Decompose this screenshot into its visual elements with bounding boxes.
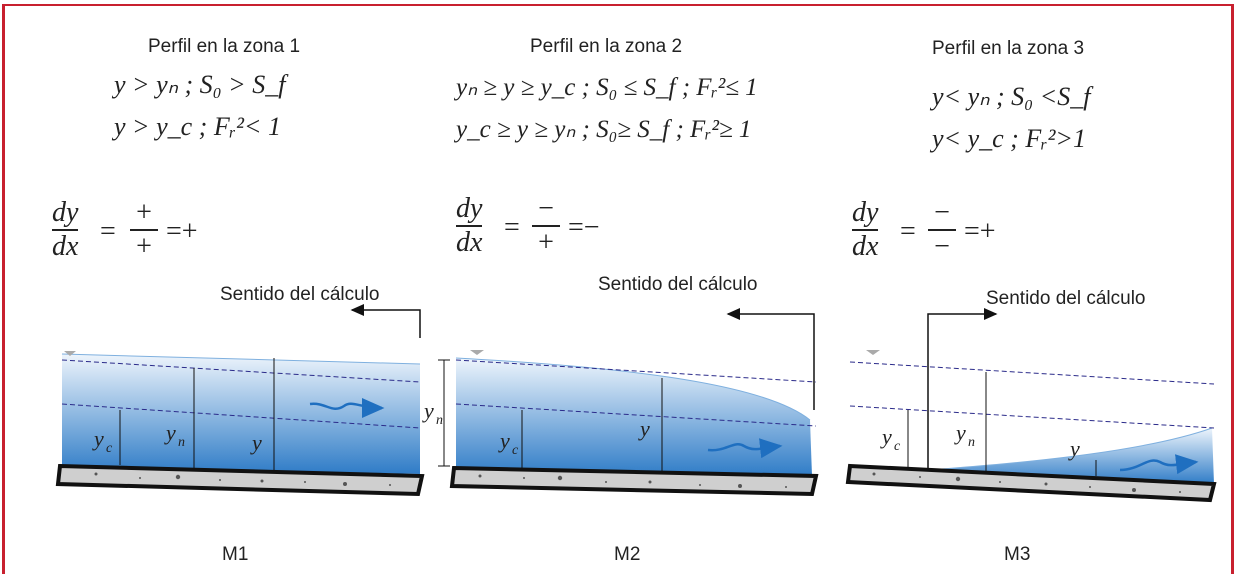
svg-text:y: y [954, 420, 966, 445]
zone-1-equals: = [100, 216, 116, 247]
zone-1-direction-label: Sentido del cálculo [220, 284, 380, 305]
m1-yc-line [61, 403, 421, 429]
svg-text:y: y [880, 424, 892, 449]
svg-text:y: y [164, 420, 176, 445]
m3-yn-line [849, 361, 1215, 385]
m3-water [928, 428, 1214, 484]
zone-3-sign-fraction: −− [928, 198, 956, 262]
svg-text:y: y [638, 416, 650, 441]
zone-3-direction-label: Sentido del cálculo [986, 288, 1146, 309]
zone-2-equals: = [504, 212, 520, 243]
zone-1-condition-2: y > y_c ; Fᵣ²< 1 [114, 112, 281, 141]
zone-2-sign-fraction: −+ [532, 194, 560, 258]
zone-1-sign-fraction: ++ [130, 198, 158, 262]
zone-2-title: Perfil en la zona 2 [530, 36, 683, 57]
m3-yc-line [849, 405, 1215, 429]
zone-2-direction-label: Sentido del cálculo [598, 274, 758, 295]
svg-text:y: y [498, 428, 510, 453]
svg-text:c: c [512, 443, 519, 458]
zone-2-result: =− [568, 212, 600, 243]
svg-text:y: y [1068, 436, 1080, 461]
m2-direction-arrow [726, 308, 815, 410]
figure-frame [2, 4, 1234, 574]
zone-3-condition-2: y< y_c ; Fᵣ²>1 [932, 124, 1086, 153]
m3-label: M3 [1004, 544, 1031, 565]
zone-1-title: Perfil en la zona 1 [148, 36, 301, 57]
m2-bed [449, 465, 819, 497]
svg-text:n: n [436, 413, 443, 428]
svg-text:n: n [968, 435, 975, 450]
svg-text:y: y [250, 430, 262, 455]
svg-text:y: y [422, 398, 434, 423]
zone-1-result: =+ [166, 216, 198, 247]
m2-water [456, 358, 812, 476]
m2-yc-line [455, 403, 817, 427]
svg-text:c: c [894, 439, 901, 454]
m1-yn-line [61, 359, 421, 383]
svg-text:c: c [106, 441, 113, 456]
zone-2-condition-1: yₙ ≥ y ≥ y_c ; S₀ ≤ S_f ; Fᵣ²≤ 1 [456, 74, 758, 101]
m3-flow-arrow [1119, 454, 1199, 475]
zone-3-equals: = [900, 216, 916, 247]
zone-3-result: =+ [964, 216, 996, 247]
m3-direction-arrow [927, 308, 998, 470]
m1-direction-arrow [350, 304, 421, 338]
m2-flow-arrow [707, 438, 783, 459]
zone-2-condition-2: y_c ≥ y ≥ yₙ ; S₀≥ S_f ; Fᵣ²≥ 1 [456, 116, 752, 143]
m2-label: M2 [614, 544, 641, 565]
svg-text:y: y [92, 426, 104, 451]
zone-1-condition-1: y > yₙ ; S₀ > S_f [114, 70, 286, 99]
m1-bed [55, 463, 425, 497]
zone-3-title: Perfil en la zona 3 [932, 38, 1085, 59]
svg-text:n: n [178, 435, 185, 450]
m1-label: M1 [222, 544, 249, 565]
m2-yn-line [455, 359, 817, 383]
zone-3-condition-1: y< yₙ ; S₀ <S_f [932, 82, 1091, 111]
m1-water [62, 354, 420, 474]
m1-flow-arrow [309, 397, 385, 418]
m3-bed [845, 463, 1217, 503]
